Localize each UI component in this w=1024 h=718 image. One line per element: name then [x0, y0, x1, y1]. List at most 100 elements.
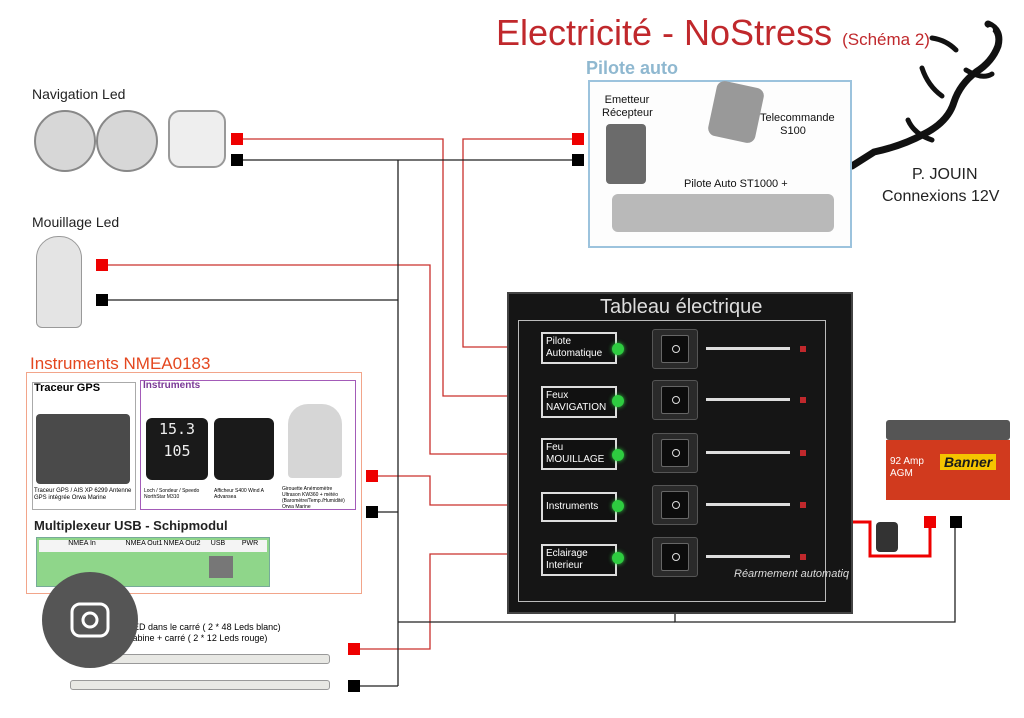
- depth-display: 15.3 105: [146, 418, 208, 480]
- terminal-positive: [96, 259, 108, 271]
- terminal-negative: [348, 680, 360, 692]
- rocker-switch-instruments[interactable]: [652, 485, 698, 525]
- terminal-positive: [924, 516, 936, 528]
- lighting-caption: clairage LED dans le carré ( 2 * 48 Leds…: [94, 622, 294, 644]
- terminal-positive: [572, 133, 584, 145]
- battery-body: [886, 440, 1010, 500]
- usb-port-icon: [209, 556, 233, 578]
- gps-caption: Traceur GPS / AIS XP 6299 Antenne GPS in…: [34, 488, 132, 501]
- mux-port: PWR: [241, 540, 259, 547]
- lighting-line-1: clairage LED dans le carré ( 2 * 48 Leds…: [94, 622, 281, 632]
- switch-label-navigation: Feux NAVIGATION: [541, 386, 617, 418]
- switch-label-instruments: Instruments: [541, 492, 617, 522]
- wire-led-positive: [354, 553, 541, 650]
- lighting-line-2: clairage cabine + carré ( 2 * 12 Leds ro…: [94, 633, 268, 643]
- wind-caption: Afficheur S400 Wind A Advansea: [214, 488, 264, 500]
- busbar: [706, 555, 790, 558]
- pilot-title: Pilote auto: [586, 58, 679, 78]
- battery: 92 Amp AGM Banner: [886, 420, 1010, 500]
- terminal-negative: [231, 154, 243, 166]
- panel-rearm-text: Réarmement automatiq: [734, 568, 849, 580]
- nav-led-label: Navigation Led: [32, 86, 126, 102]
- gps-box: [32, 382, 136, 510]
- busbar: [706, 347, 790, 350]
- status-led: [612, 500, 624, 512]
- nav-led-port-icon: [34, 110, 96, 172]
- terminal-negative: [96, 294, 108, 306]
- wire-nav-positive: [243, 138, 541, 397]
- mux-board: NMEA In NMEA Out1 NMEA Out2 USB PWR: [36, 537, 270, 587]
- rocker-switch-eclairage[interactable]: [652, 537, 698, 577]
- gps-title: Traceur GPS: [34, 382, 101, 394]
- anemo-caption: Girouette Anémomètre Ultrason KW360 + mé…: [282, 486, 345, 510]
- page-title: Electricité - NoStress (Schéma 2): [496, 12, 930, 54]
- mux-port: NMEA In: [68, 540, 96, 547]
- wire-battery-positive: [849, 520, 932, 558]
- gps-device-icon: [36, 414, 130, 484]
- switch-label-eclairage: Eclairage Interieur: [541, 544, 617, 576]
- fuse-icon: [800, 397, 806, 403]
- busbar: [706, 451, 790, 454]
- busbar: [706, 398, 790, 401]
- remote-label: Telecommande S100: [760, 112, 835, 137]
- battery-switch-icon: [876, 522, 898, 552]
- mux-port-row: NMEA In NMEA Out1 NMEA Out2 USB PWR: [39, 540, 267, 552]
- wind-display-icon: [214, 418, 274, 480]
- rocker-switch-pilote[interactable]: [652, 329, 698, 369]
- battery-lid: [886, 420, 1010, 440]
- gecko-logo-icon: [848, 20, 1003, 170]
- terminal-negative: [950, 516, 962, 528]
- busbar: [706, 503, 790, 506]
- mux-port: NMEA Out1: [125, 540, 163, 547]
- author-subtitle: Connexions 12V: [882, 188, 1000, 205]
- title-sub: (Schéma 2): [842, 30, 930, 49]
- positive-wires: [108, 138, 578, 650]
- terminal-negative: [572, 154, 584, 166]
- mux-port: NMEA Out2: [163, 540, 201, 547]
- emitter-label: Emetteur Récepteur: [602, 94, 653, 119]
- display-speed-value: 105: [163, 442, 191, 460]
- panel-title: Tableau électrique: [600, 296, 763, 318]
- fuse-icon: [800, 554, 806, 560]
- terminal-negative: [366, 506, 378, 518]
- mouillage-led-icon: [36, 236, 82, 328]
- fuse-icon: [800, 502, 806, 508]
- status-led: [612, 449, 624, 461]
- battery-brand: Banner: [940, 454, 997, 470]
- battery-spec: 92 Amp AGM: [890, 456, 924, 479]
- autopilot-icon: [612, 194, 834, 232]
- mux-port: USB: [210, 540, 226, 547]
- rocker-switch-mouillage[interactable]: [652, 433, 698, 473]
- log-caption: Loch / Sondeur / Speedo NorthStar M310: [144, 488, 200, 500]
- nav-led-starboard-icon: [96, 110, 158, 172]
- terminal-positive: [348, 643, 360, 655]
- mouillage-led-label: Mouillage Led: [32, 214, 120, 230]
- wire-pilot-positive: [462, 138, 578, 348]
- mux-title: Multiplexeur USB - Schipmodul: [34, 518, 228, 533]
- anemometer-icon: [288, 404, 342, 478]
- instruments-sub-box: [140, 380, 356, 510]
- status-led: [612, 395, 624, 407]
- lens-overlay-icon[interactable]: [42, 572, 138, 668]
- nav-led-stern-icon: [168, 110, 226, 168]
- display-depth-value: 15.3: [158, 420, 196, 438]
- wire-instr-positive: [375, 475, 541, 506]
- terminal-positive: [231, 133, 243, 145]
- status-led: [612, 552, 624, 564]
- author-name: P. JOUIN: [912, 166, 978, 183]
- wire-mouillage-positive: [108, 264, 541, 455]
- instruments-title: Instruments NMEA0183: [30, 354, 211, 373]
- autopilot-label: Pilote Auto ST1000 +: [684, 178, 788, 190]
- emitter-unit-icon: [606, 124, 646, 184]
- fuse-icon: [800, 450, 806, 456]
- camera-icon: [70, 602, 110, 638]
- switch-label-pilote: Pilote Automatique: [541, 332, 617, 364]
- panel-frame: [518, 320, 826, 602]
- fuse-icon: [800, 346, 806, 352]
- led-strip-red: [70, 680, 330, 690]
- instruments-sub-title: Instruments: [143, 380, 201, 391]
- switch-label-mouillage: Feu MOUILLAGE: [541, 438, 617, 470]
- rocker-switch-navigation[interactable]: [652, 380, 698, 420]
- title-main: Electricité - NoStress: [496, 12, 833, 53]
